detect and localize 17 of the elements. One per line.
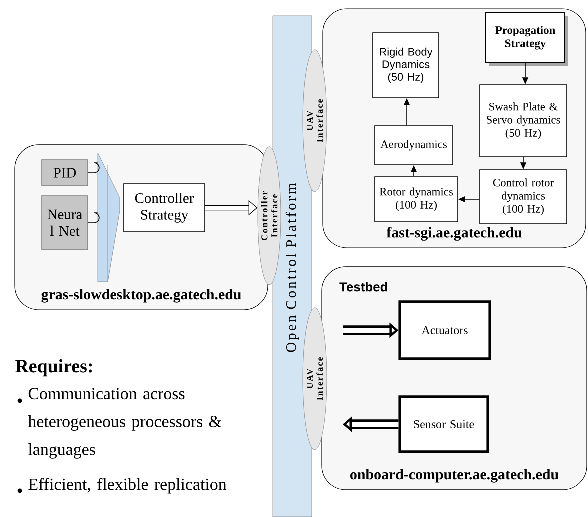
process-box: Neura l Net bbox=[42, 196, 88, 250]
process-box: Control rotor dynamics (100 Hz) bbox=[480, 170, 568, 224]
bullet-item: Communication across heterogeneous processors & languages bbox=[18, 388, 222, 459]
process-box: Aerodynamics bbox=[374, 126, 454, 166]
process-box: Controller Strategy bbox=[124, 184, 206, 232]
process-box: Propagation Strategy bbox=[486, 12, 568, 66]
process-box: Rotor dynamics (100 Hz) bbox=[374, 176, 458, 222]
process-box: Swash Plate & Servo dynamics (50 Hz) bbox=[480, 84, 568, 158]
process-box: Sensor Suite bbox=[398, 396, 490, 454]
process-box: PID bbox=[42, 160, 88, 186]
heading: Requires: bbox=[16, 359, 92, 377]
funnel-shape bbox=[98, 152, 120, 282]
process-box: Actuators bbox=[398, 300, 492, 360]
process-box: Rigid Body Dynamics (50 Hz) bbox=[372, 32, 440, 98]
hook-connector bbox=[88, 162, 100, 174]
hook-connector bbox=[88, 212, 100, 224]
bullet-item: Efficient, flexible replication bbox=[18, 478, 227, 494]
